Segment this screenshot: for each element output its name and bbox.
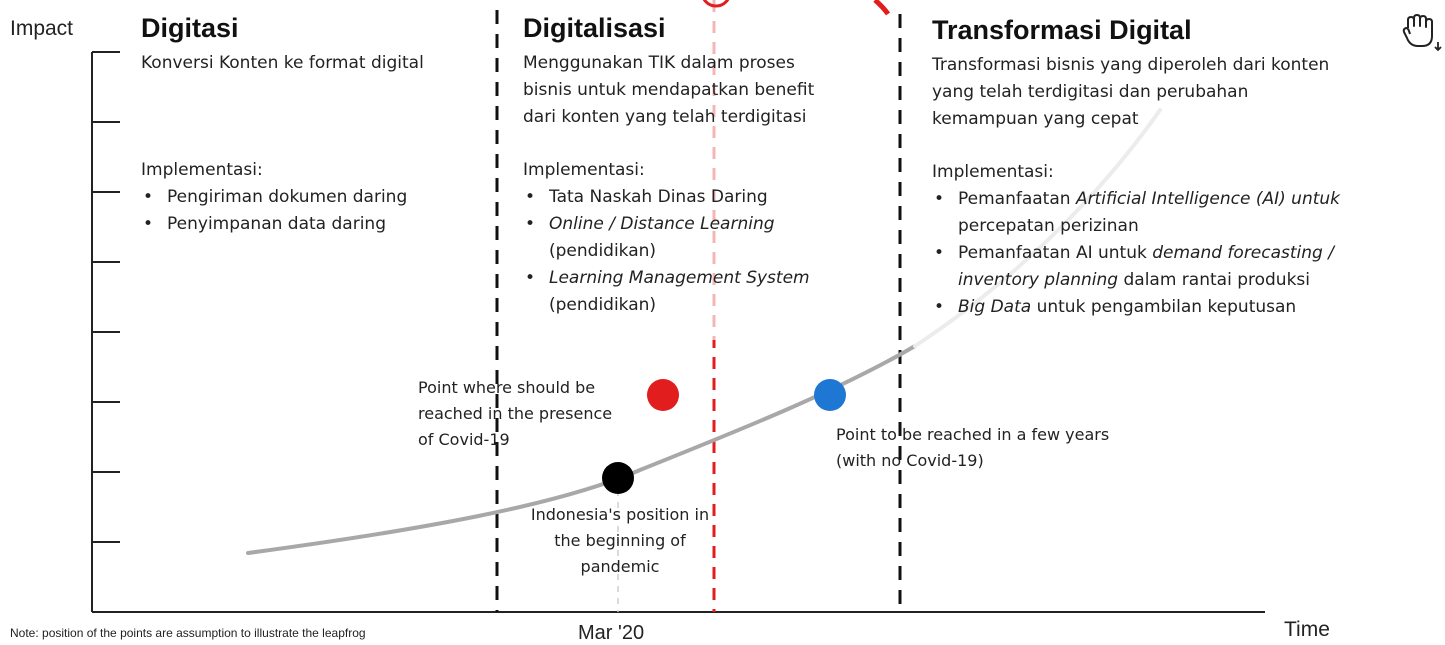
digitasi-impl-title: Implementasi: bbox=[141, 160, 263, 180]
red-point bbox=[647, 379, 679, 411]
hand-grab-icon bbox=[1402, 14, 1442, 52]
blue-point bbox=[814, 379, 846, 411]
x-tick-mar20: Mar '20 bbox=[578, 622, 645, 644]
italic-text: demand forecasting / bbox=[1152, 243, 1334, 263]
list-item: Penyimpanan data daring bbox=[141, 211, 407, 238]
italic-text: Online / Distance Learning bbox=[549, 214, 775, 234]
desc-line: kemampuan yang cepat bbox=[932, 109, 1139, 129]
digitalisasi-impl-list: Tata Naskah Dinas Daring Online / Distan… bbox=[523, 184, 810, 319]
list-item: Online / Distance Learning (pendidikan) bbox=[523, 211, 810, 265]
label-line: reached in the presence bbox=[418, 404, 613, 423]
text: percepatan perizinan bbox=[958, 216, 1139, 236]
digitasi-desc: Konversi Konten ke format digital bbox=[141, 53, 424, 73]
italic-text: Learning Management System bbox=[549, 268, 810, 288]
digitasi-title: Digitasi bbox=[141, 13, 239, 43]
list-item: Big Data untuk pengambilan keputusan bbox=[932, 294, 1340, 321]
text: (pendidikan) bbox=[549, 241, 657, 261]
digitalisasi-title: Digitalisasi bbox=[523, 13, 666, 43]
list-item: Pengiriman dokumen daring bbox=[141, 184, 407, 211]
desc-line: dari konten yang telah terdigitasi bbox=[523, 107, 807, 127]
red-circle-top-partial bbox=[702, 0, 730, 8]
transformasi-desc: Transformasi bisnis yang diperoleh dari … bbox=[932, 52, 1329, 133]
digitasi-impl-list: Pengiriman dokumen daring Penyimpanan da… bbox=[141, 184, 407, 238]
desc-line: Transformasi bisnis yang diperoleh dari … bbox=[932, 55, 1330, 75]
italic-text: Artificial Intelligence (AI) untuk bbox=[1075, 189, 1341, 209]
text: dalam rantai produksi bbox=[1118, 270, 1310, 290]
italic-text: Big Data bbox=[958, 297, 1032, 317]
blue-point-label: Point to be reached in a few years (with… bbox=[836, 422, 1109, 474]
desc-line: Menggunakan TIK dalam proses bbox=[523, 53, 795, 73]
transformasi-impl-list: Pemanfaatan Artificial Intelligence (AI)… bbox=[932, 186, 1340, 321]
italic-text: inventory planning bbox=[958, 270, 1119, 290]
label-line: Indonesia's position in bbox=[530, 505, 710, 524]
y-axis-label: Impact bbox=[10, 17, 74, 40]
digitalisasi-desc: Menggunakan TIK dalam proses bisnis untu… bbox=[523, 50, 814, 131]
text: (pendidikan) bbox=[549, 295, 657, 315]
list-item: Tata Naskah Dinas Daring bbox=[523, 184, 810, 211]
black-point bbox=[602, 462, 634, 494]
label-line: the beginning of bbox=[554, 531, 686, 550]
digitalisasi-impl-title: Implementasi: bbox=[523, 160, 645, 180]
x-axis-label: Time bbox=[1284, 618, 1330, 641]
red-arc-top-partial bbox=[873, 0, 891, 16]
y-ticks bbox=[92, 51, 120, 543]
red-point-label: Point where should be reached in the pre… bbox=[418, 375, 612, 453]
desc-line: bisnis untuk mendapatkan benefit bbox=[523, 80, 815, 100]
list-item: Pemanfaatan Artificial Intelligence (AI)… bbox=[932, 186, 1340, 240]
label-line: (with no Covid-19) bbox=[836, 451, 984, 470]
footnote: Note: position of the points are assumpt… bbox=[10, 626, 366, 640]
label-line: of Covid-19 bbox=[418, 430, 510, 449]
label-line: Point to be reached in a few years bbox=[836, 425, 1110, 444]
black-point-label: Indonesia's position in the beginning of… bbox=[530, 502, 710, 580]
label-line: Point where should be bbox=[418, 378, 596, 397]
desc-line: yang telah terdigitasi dan perubahan bbox=[932, 82, 1249, 102]
label-line: pandemic bbox=[580, 557, 660, 576]
transformasi-title: Transformasi Digital bbox=[932, 15, 1192, 45]
text: untuk pengambilan keputusan bbox=[1031, 297, 1297, 317]
transformasi-impl-title: Implementasi: bbox=[932, 162, 1054, 182]
text: Pemanfaatan bbox=[958, 189, 1076, 209]
list-item: Learning Management System (pendidikan) bbox=[523, 265, 810, 319]
list-item: Pemanfaatan AI untuk demand forecasting … bbox=[932, 240, 1340, 294]
text: Pemanfaatan AI untuk bbox=[958, 243, 1153, 263]
